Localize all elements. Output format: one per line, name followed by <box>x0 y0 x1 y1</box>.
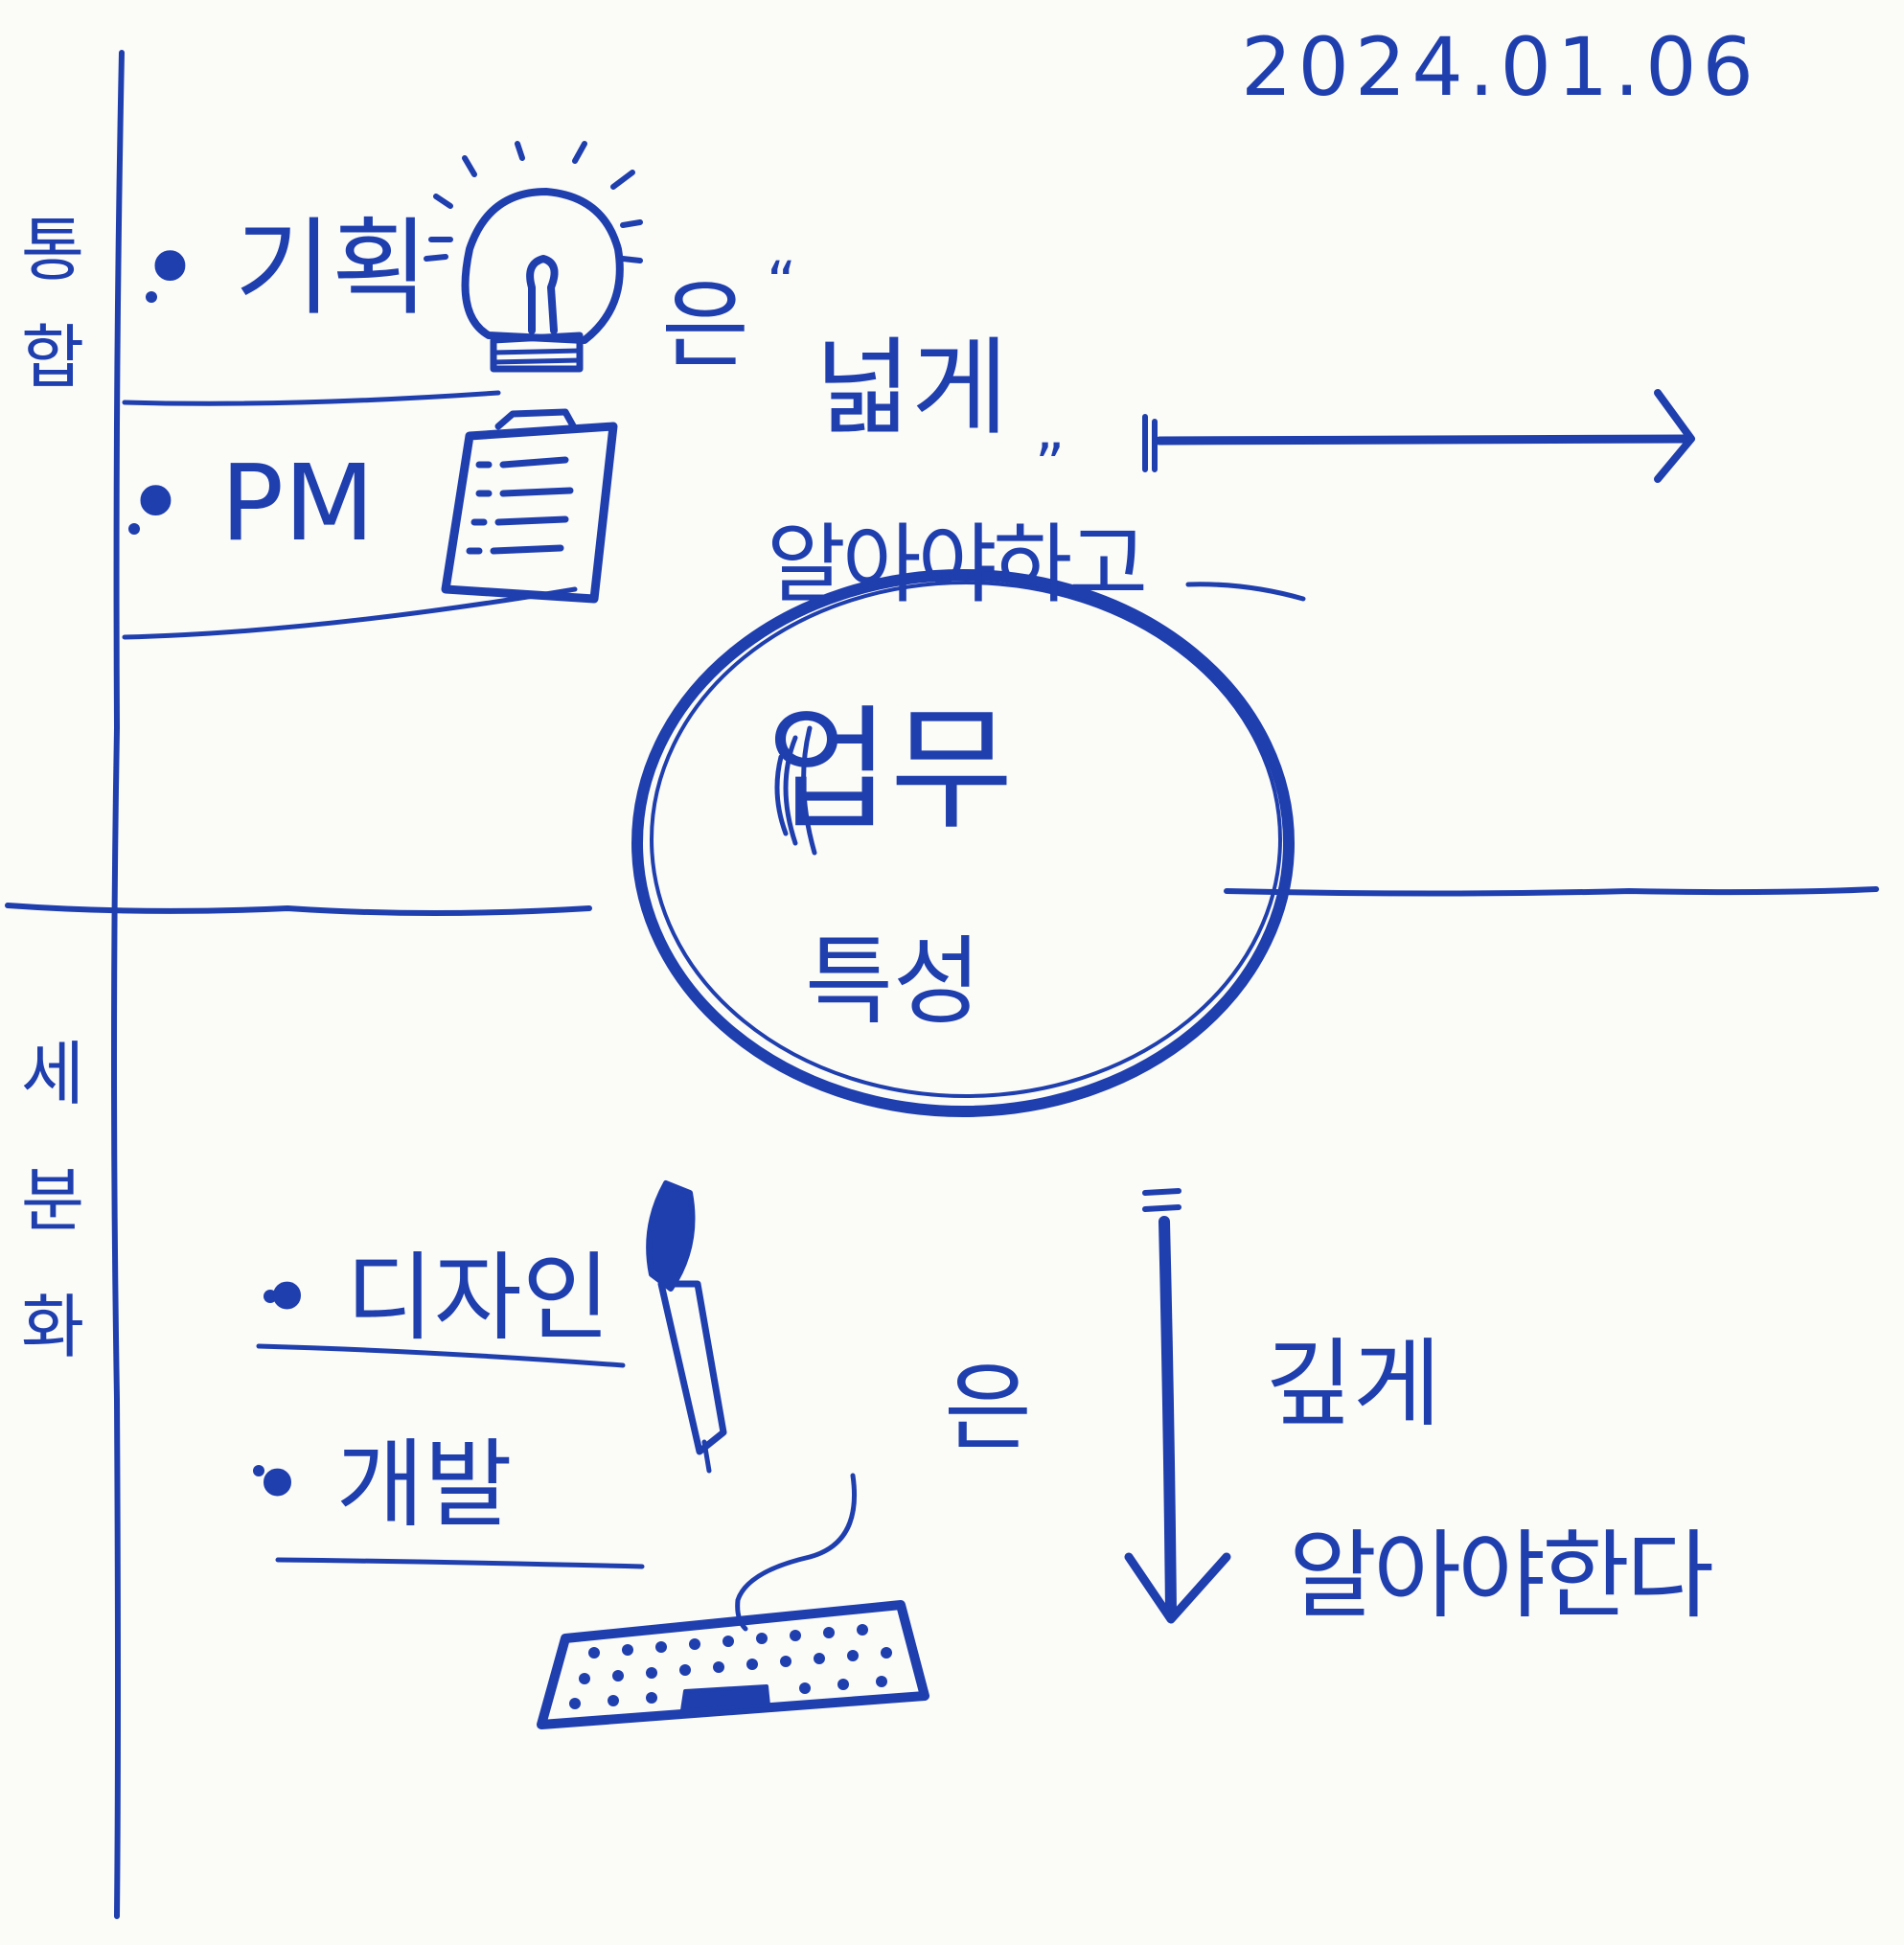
axis-label-segmentation: 세 분 화 <box>14 1040 91 1362</box>
hatch-mark <box>774 725 817 856</box>
item-design: • 디자인 <box>259 1242 610 1354</box>
top-word-broad: 넓게 <box>814 327 1009 449</box>
axis-char: 화 <box>20 1287 85 1367</box>
item-development: • 개발 <box>249 1429 513 1541</box>
horizontal-divider-left <box>5 903 592 916</box>
clipboard-icon <box>441 408 618 604</box>
underline-pm <box>122 586 578 640</box>
underline-planning <box>122 390 501 406</box>
underline-dev <box>275 1557 645 1569</box>
axis-char: 합 <box>20 317 85 398</box>
underline-design <box>256 1343 626 1368</box>
right-arrow-icon <box>1142 389 1695 483</box>
top-particle: 은 <box>661 269 749 381</box>
lightbulb-icon <box>424 141 643 373</box>
item-planning: • 기획 <box>139 207 429 330</box>
item-pm: • PM <box>125 442 376 564</box>
date-label: 2024.01.06 <box>1241 20 1759 114</box>
bottom-particle: 은 <box>944 1352 1032 1464</box>
center-circle <box>631 569 1295 1117</box>
keyboard-icon <box>537 1473 929 1729</box>
top-phrase: 알아야하고 <box>767 515 1148 615</box>
center-title-line1: 업무 <box>767 693 1014 849</box>
horizontal-divider-right <box>1224 886 1879 897</box>
axis-char: 통 <box>20 210 85 290</box>
down-arrow-icon <box>1124 1188 1231 1624</box>
top-quote-close: ” <box>1035 431 1066 498</box>
axis-char: 세 <box>20 1034 85 1114</box>
bottom-phrase: 알아야한다 <box>1289 1520 1714 1632</box>
top-quote-open: “ <box>767 249 797 316</box>
phrase-tail <box>1185 582 1306 602</box>
axis-char: 분 <box>20 1160 85 1241</box>
axis-label-integration: 통 합 <box>14 216 91 392</box>
center-title-line2: 특성 <box>805 926 981 1038</box>
pen-icon <box>646 1180 727 1474</box>
vertical-divider <box>111 50 125 1919</box>
bottom-word-deep: 깊게 <box>1265 1328 1441 1440</box>
